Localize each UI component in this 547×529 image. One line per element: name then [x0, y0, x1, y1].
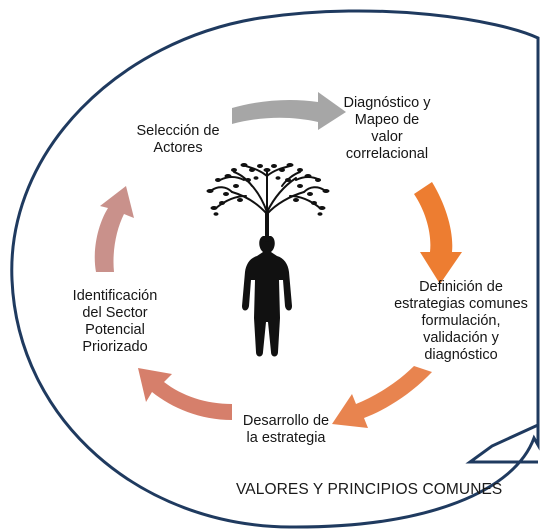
arrow-rose	[94, 186, 134, 272]
tree-head-person-icon	[206, 163, 330, 357]
step-definicion-estrategias: Definición de estrategias comunes formul…	[394, 279, 528, 363]
arrow-orange	[414, 182, 462, 284]
frame-tail	[465, 423, 539, 464]
step-identificacion-sector: Identificación del Sector Potencial Prio…	[72, 288, 158, 355]
step-diagnostico-mapeo: Diagnóstico y Mapeo de valor correlacion…	[343, 95, 431, 162]
tree-leaves	[206, 163, 330, 216]
arrow-salmon	[138, 368, 232, 420]
step-seleccion-actores: Selección de Actores	[136, 123, 220, 156]
footer-valores-principios: VALORES Y PRINCIPIOS COMUNES	[236, 481, 503, 498]
frame-bubble	[10, 9, 540, 529]
arrow-gray	[232, 92, 346, 130]
arrow-orange-light	[332, 366, 432, 428]
tree-branches	[211, 165, 325, 215]
person-body	[242, 236, 292, 357]
step-desarrollo-estrategia: Desarrollo de la estrategia	[242, 413, 330, 446]
